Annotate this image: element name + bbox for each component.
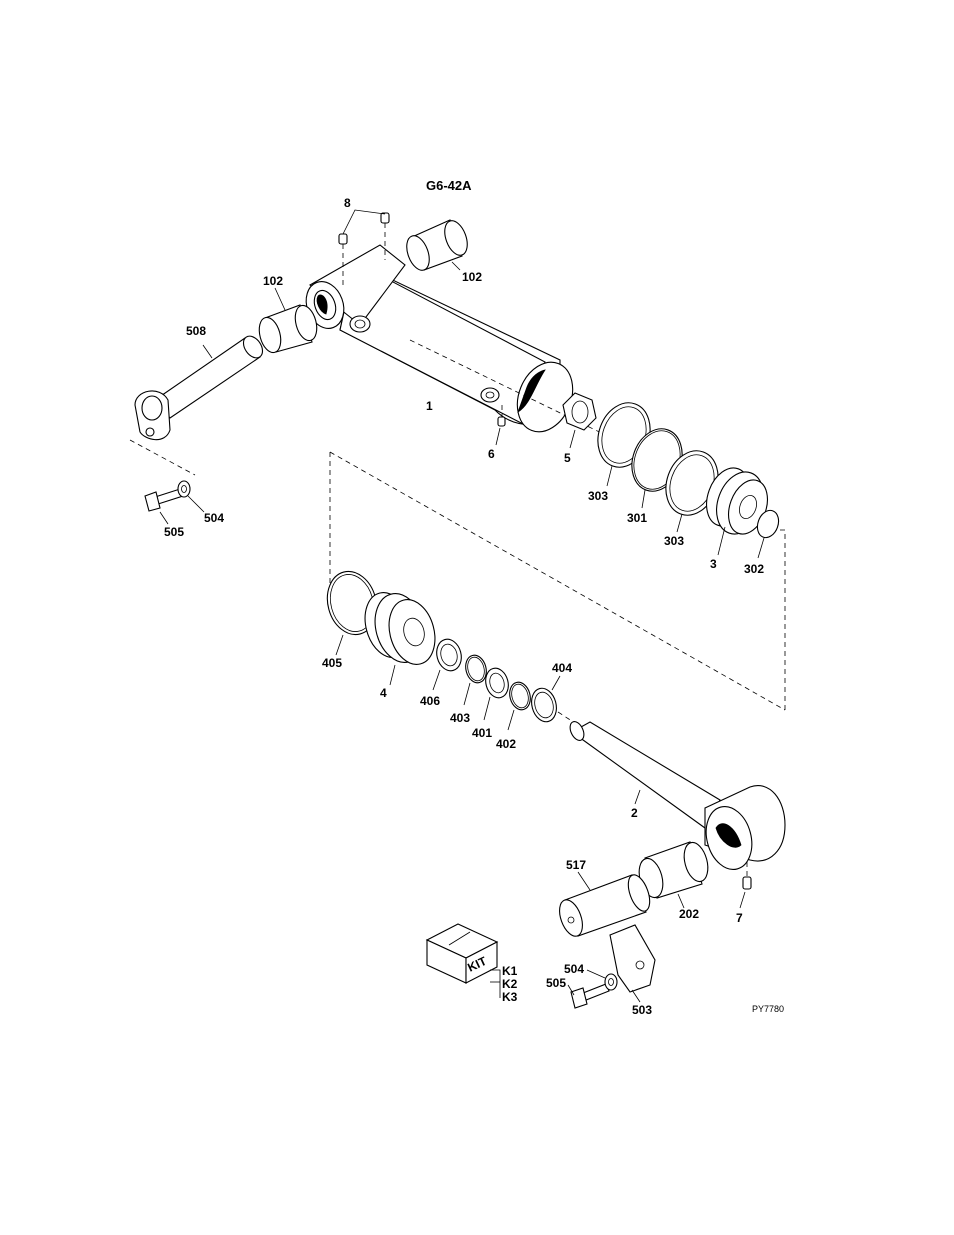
callout-505-lower: 505 [546,976,566,990]
oring-302 [756,509,780,559]
kit-box: KIT [425,923,501,998]
ring-404 [531,675,561,723]
callout-503: 503 [632,1003,652,1017]
callout-2: 2 [631,806,638,820]
callout-7: 7 [736,911,743,925]
bushing-upper [406,219,468,271]
callout-504-upper: 504 [204,511,224,525]
callout-1: 1 [426,399,433,413]
callout-303-lower: 303 [664,534,684,548]
callout-8: 8 [344,196,351,210]
callout-406: 406 [420,694,440,708]
callout-102-right: 102 [462,270,482,284]
kit-item-k1: K1 [502,964,518,978]
pin-517 [559,871,651,937]
ring-403 [463,654,487,706]
callout-302: 302 [744,562,764,576]
callout-508: 508 [186,324,206,338]
callout-102-left: 102 [263,274,283,288]
fitting-6 [495,405,506,446]
callout-301: 301 [627,511,647,525]
callout-402: 402 [496,737,516,751]
callout-505-upper: 505 [164,525,184,539]
callout-303-upper: 303 [588,489,608,503]
bushing-left [258,287,318,354]
piston-rod-2 [569,721,786,870]
bolt-washer-upper [144,480,205,525]
ring-401 [483,667,509,721]
callout-405: 405 [322,656,342,670]
ring-406 [432,638,462,691]
kit-item-k2: K2 [502,977,518,991]
callout-401: 401 [472,726,492,740]
callout-504-lower: 504 [564,962,584,976]
figure-reference: PY7780 [752,1004,784,1014]
grease-fitting-pair [338,209,390,285]
callout-403: 403 [450,711,470,725]
callout-6: 6 [488,447,495,461]
callout-4: 4 [380,686,387,700]
ring-405 [326,570,378,656]
callout-5: 5 [564,451,571,465]
fitting-7 [739,862,752,909]
bolt-washer-lower [567,969,618,1009]
callout-404: 404 [552,661,572,675]
gland-3 [706,467,768,556]
kit-item-k3: K3 [502,990,518,1004]
ring-402 [507,681,531,731]
figure-title: G6-42A [426,178,472,193]
callout-3: 3 [710,557,717,571]
plate-503 [609,924,656,1003]
pin-508 [134,335,264,441]
callout-517: 517 [566,858,586,872]
nut-5 [562,392,597,449]
piston-4 [364,592,436,686]
cylinder-barrel [305,244,761,511]
callout-202: 202 [679,907,699,921]
